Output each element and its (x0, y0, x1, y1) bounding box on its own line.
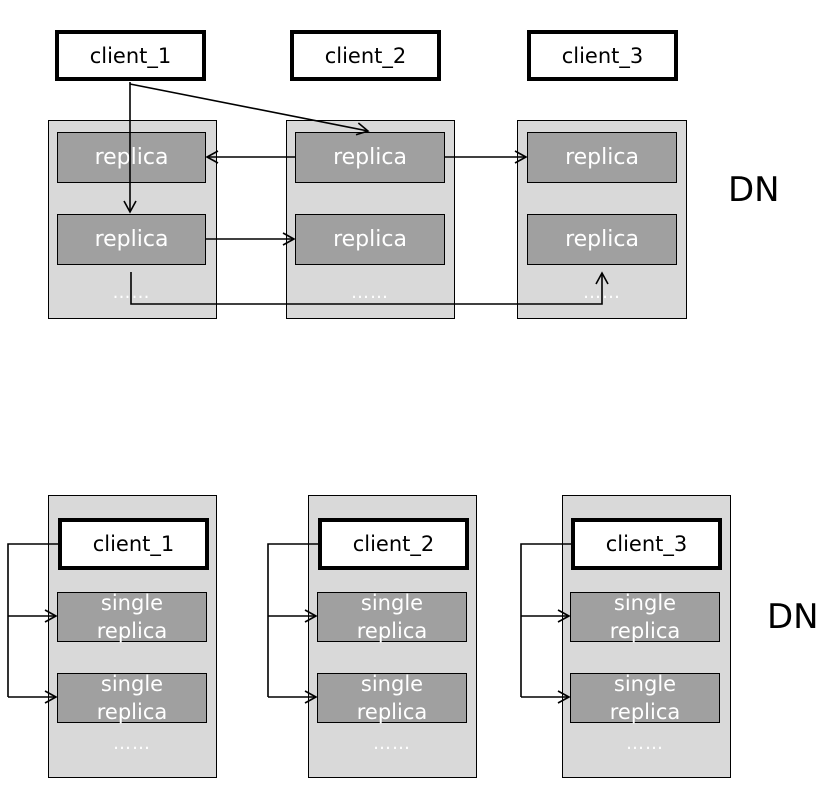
bottom-node-1-ellipsis: …… (113, 733, 151, 754)
replica-label: replica (333, 227, 407, 252)
bottom-node-3-single-replica-1[interactable]: single replica (570, 591, 720, 643)
single-replica-line1: single (360, 591, 424, 615)
top-client-3-label: client_3 (561, 43, 644, 68)
bottom-node-2-single-replica-1[interactable]: single replica (317, 591, 467, 643)
replica-label: replica (565, 145, 639, 170)
top-node-1-replica-1[interactable]: replica (57, 132, 206, 183)
single-replica-line1: single (613, 591, 677, 615)
top-client-3[interactable]: client_3 (527, 30, 678, 81)
single-replica-line1: single (100, 591, 164, 615)
replica-label: replica (333, 145, 407, 170)
single-replica-line2: replica (356, 619, 428, 643)
single-replica-line2: replica (96, 619, 168, 643)
single-replica-line2: replica (609, 619, 681, 643)
single-replica-line2: replica (96, 700, 168, 724)
bottom-client-1-label: client_1 (92, 532, 175, 556)
bottom-client-3[interactable]: client_3 (571, 518, 722, 570)
top-node-3-replica-2[interactable]: replica (527, 214, 677, 265)
bottom-node-1-single-replica-2[interactable]: single replica (57, 672, 207, 724)
arrow-client1-to-n2r1 (129, 83, 370, 136)
bottom-node-2-ellipsis: …… (373, 733, 411, 754)
top-node-2-ellipsis: …… (351, 282, 389, 303)
top-node-2-replica-1[interactable]: replica (295, 132, 445, 183)
top-client-1-label: client_1 (89, 43, 172, 68)
bottom-node-2-single-replica-2[interactable]: single replica (317, 672, 467, 724)
bottom-n3-wire (520, 543, 571, 697)
bottom-client-2[interactable]: client_2 (318, 518, 469, 570)
top-node-3-replica-1[interactable]: replica (527, 132, 677, 183)
top-node-2-replica-2[interactable]: replica (295, 214, 445, 265)
bottom-n2-wire (267, 543, 318, 697)
replica-label: replica (565, 227, 639, 252)
bottom-node-3-ellipsis: …… (626, 733, 664, 754)
top-dn-label: DN (728, 170, 780, 210)
arrow-n1-to-n3r2 (130, 271, 609, 305)
replica-label: replica (94, 227, 169, 252)
replica-label: replica (94, 145, 169, 170)
bottom-client-2-label: client_2 (352, 532, 435, 556)
top-node-1-replica-2[interactable]: replica (57, 214, 206, 265)
single-replica-line1: single (360, 672, 424, 696)
single-replica-line1: single (613, 672, 677, 696)
bottom-client-3-label: client_3 (605, 532, 688, 556)
bottom-n1-wire (7, 543, 58, 697)
single-replica-line2: replica (356, 700, 428, 724)
top-client-2[interactable]: client_2 (290, 30, 441, 81)
bottom-client-1[interactable]: client_1 (58, 518, 209, 570)
bottom-node-1-single-replica-1[interactable]: single replica (57, 591, 207, 643)
single-replica-line1: single (100, 672, 164, 696)
bottom-dn-label: DN (767, 597, 819, 637)
top-client-2-label: client_2 (324, 43, 407, 68)
top-client-1[interactable]: client_1 (55, 30, 206, 81)
single-replica-line2: replica (609, 700, 681, 724)
